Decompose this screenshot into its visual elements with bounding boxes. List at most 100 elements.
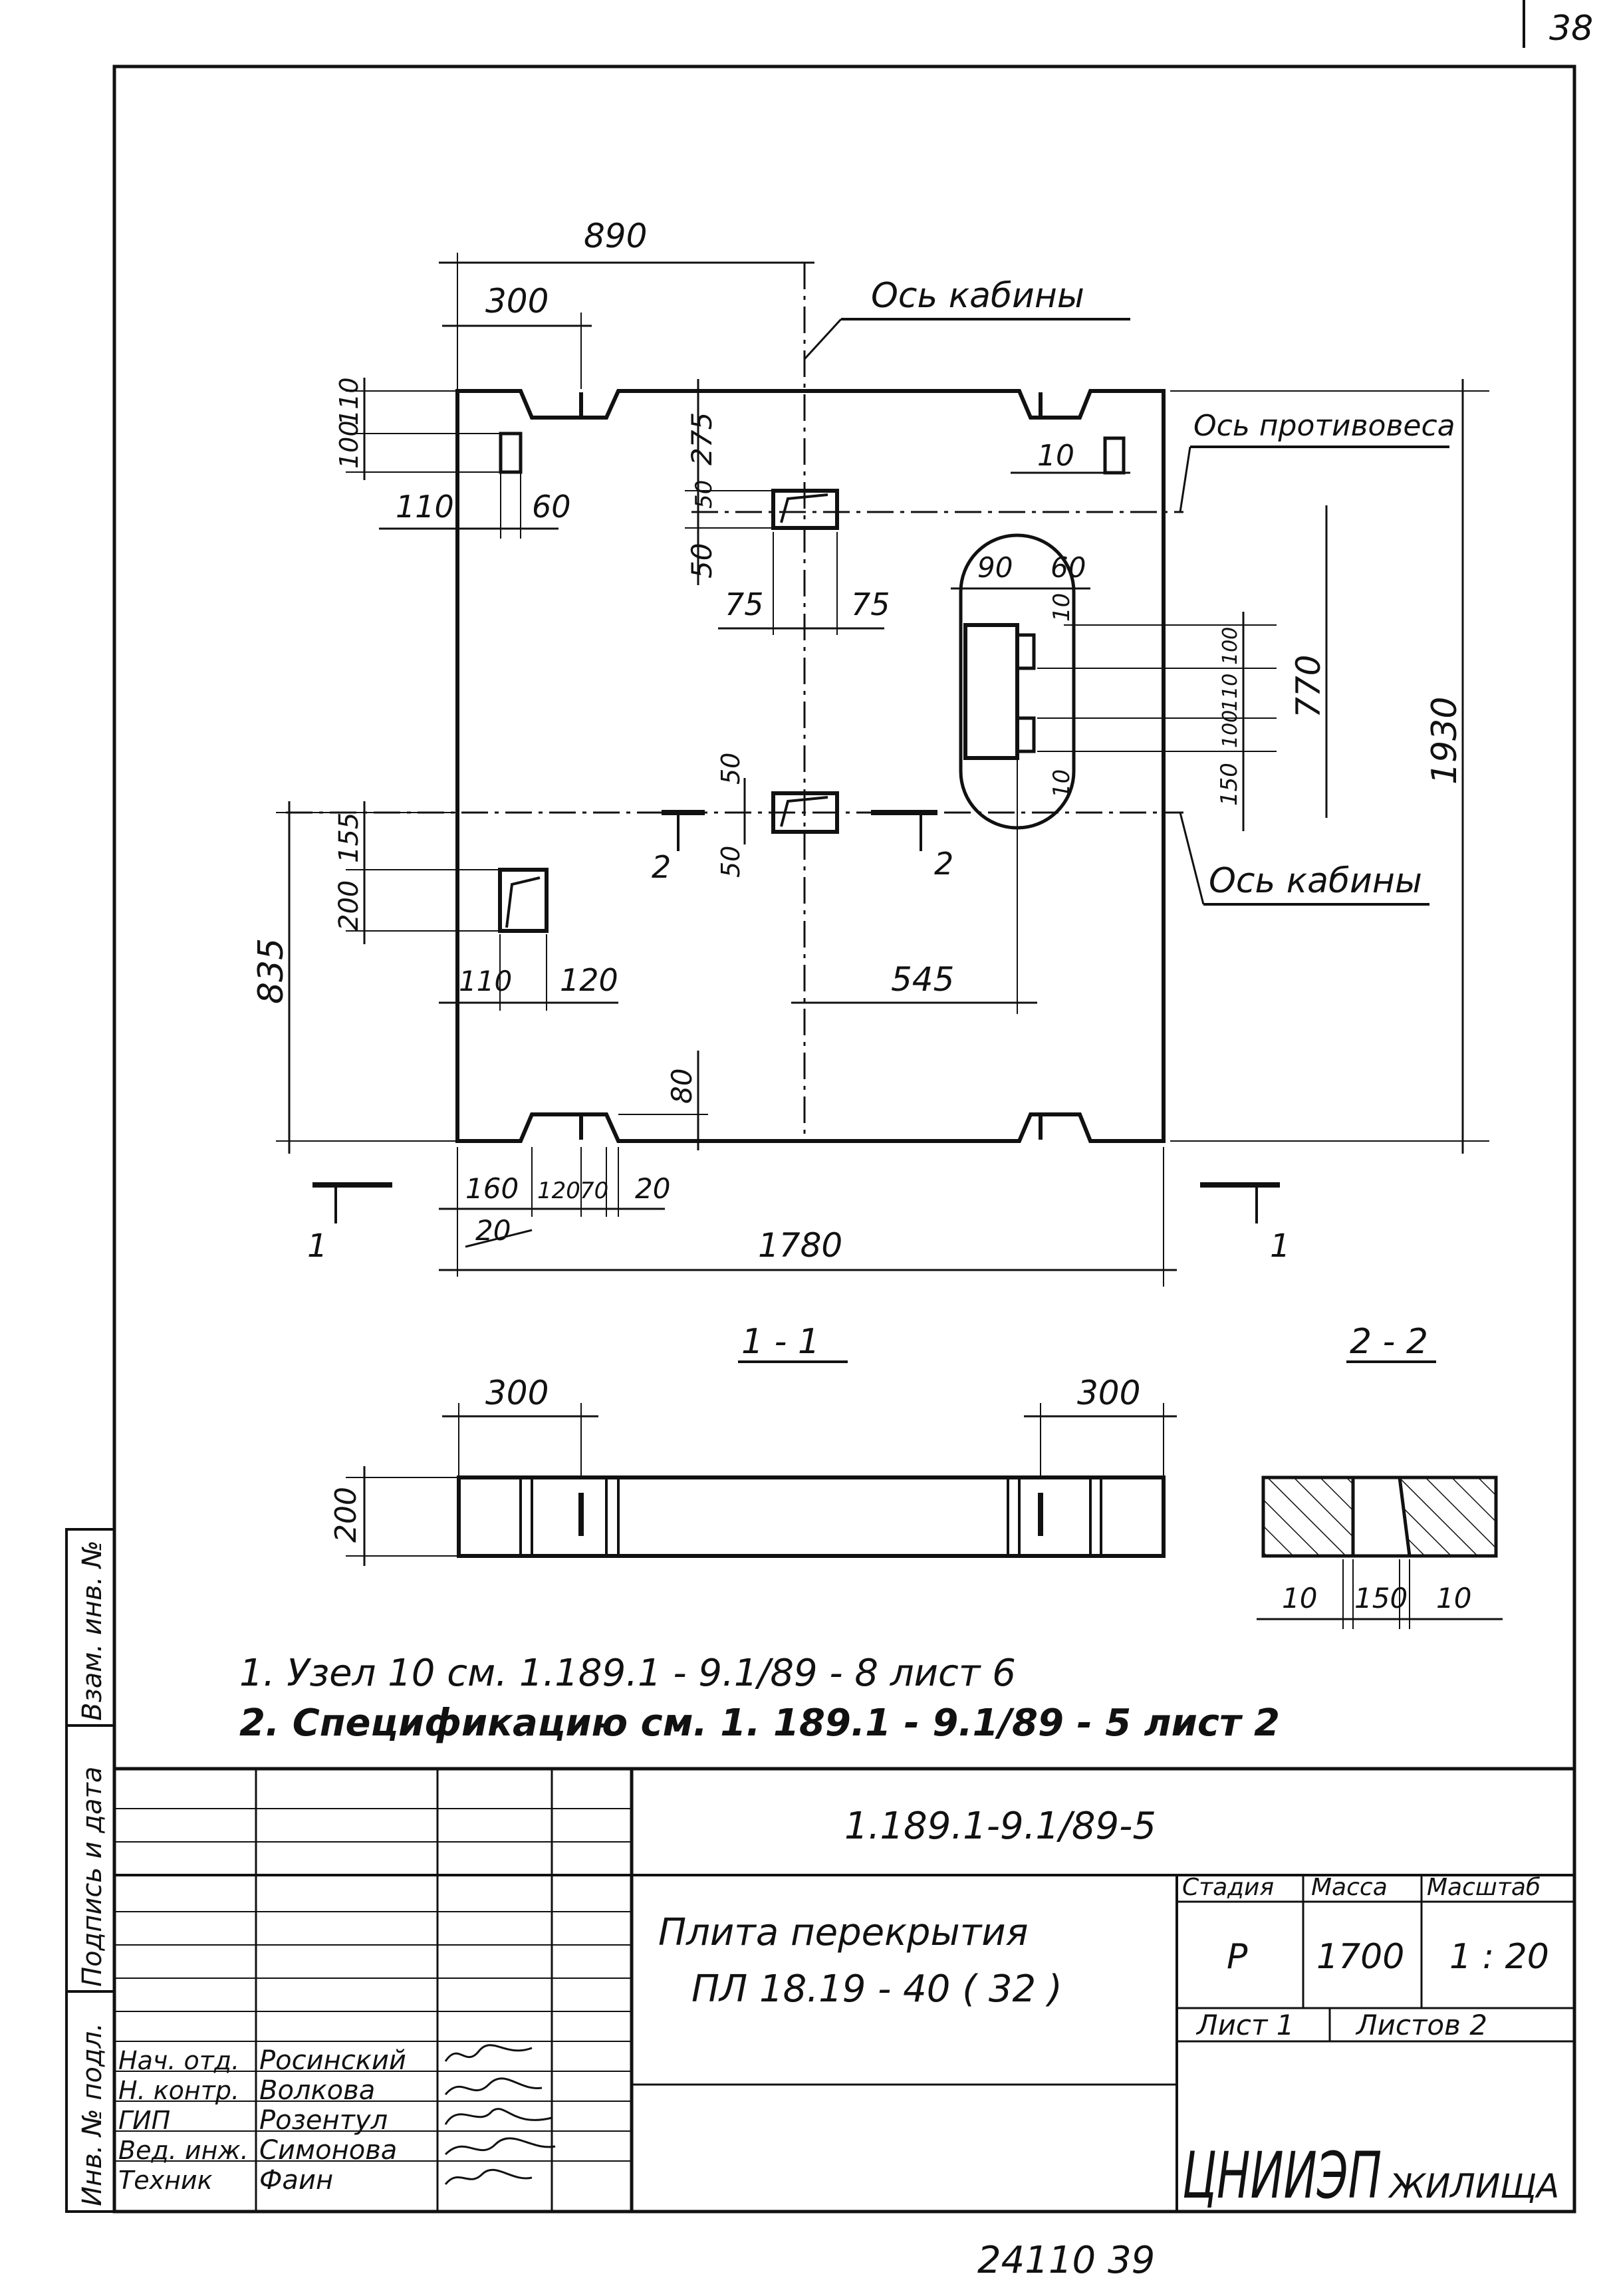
role-lead-engineer: Вед. инж. [118, 2136, 249, 2165]
doc-code: 1.189.1-9.1/89-5 [844, 1805, 1156, 1848]
slab-outline [455, 389, 1166, 1143]
name-chief-engineer: Розентул [259, 2105, 388, 2136]
signature-4 [444, 2137, 556, 2156]
dim-50-c: 50 [716, 753, 745, 785]
name-lead-engineer: Симонова [259, 2135, 397, 2166]
leader-cabin-axis-bottom [1179, 812, 1205, 905]
title-line-2: ПЛ 18.19 - 40 ( 32 ) [691, 1968, 1062, 2011]
dim-200-left: 200 [334, 880, 364, 931]
small-opening-top-right [1103, 436, 1126, 475]
s22-dim-150: 150 [1354, 1582, 1408, 1614]
cut2-left-label: 2 [652, 849, 671, 885]
node-recess [963, 623, 1019, 760]
leader-counterweight-axis [1179, 446, 1191, 513]
signature-3 [444, 2108, 553, 2125]
scale-value: 1 : 20 [1449, 1937, 1549, 1977]
title-block: Нач. отд. Росинский Н. контр. Волкова ГИ… [114, 1767, 1574, 2213]
dim-50-d: 50 [716, 846, 745, 878]
dim-835: 835 [251, 938, 291, 1004]
mass-value: 1700 [1316, 1937, 1404, 1977]
signature-2 [444, 2077, 543, 2095]
sheet-label: Лист 1 [1195, 2009, 1295, 2041]
section-2-2-title: 2 - 2 [1350, 1322, 1428, 1362]
node-socket-lower [1015, 716, 1036, 753]
dim-770: 770 [1289, 655, 1328, 718]
cut1-right-label: 1 [1270, 1227, 1291, 1265]
dim-20-bottom: 20 [635, 1172, 670, 1205]
section-2-2: 2 - 2 10 150 10 [1257, 1322, 1503, 1629]
signature-1 [444, 2044, 533, 2062]
dim-75-right: 75 [851, 586, 890, 622]
name-norm-control: Волкова [259, 2075, 375, 2106]
dim-50-b: 50 [685, 543, 718, 578]
cut1-left-label: 1 [307, 1227, 328, 1265]
dim-155: 155 [334, 813, 364, 863]
sheets-label: Листов 2 [1355, 2009, 1487, 2041]
side-stamp: Инв. № подл. Подпись и дата Взам. инв. № [65, 1528, 116, 2213]
scale-label: Масштаб [1427, 1874, 1541, 1901]
org-suffix: ЖИЛИЩА [1388, 2167, 1559, 2206]
stage-value: Р [1227, 1937, 1248, 1977]
side-stamp-frame [65, 1528, 116, 2213]
opening-cabin-upper-mark [780, 493, 828, 523]
dim-70-bottom: 70 [580, 1178, 608, 1204]
dim-60-left: 60 [532, 489, 571, 525]
opening-left-lower [498, 868, 549, 933]
dim-120-low: 120 [560, 962, 618, 998]
dim-160: 160 [465, 1172, 519, 1205]
dim-100-node-b: 100 [1219, 710, 1242, 748]
s11-dim-300-right: 300 [1077, 1374, 1140, 1412]
org-logo: ЦНИИЭП [1182, 2138, 1382, 2213]
dim-90: 90 [977, 551, 1013, 584]
footer-numbers: 24110 39 [977, 2239, 1155, 2282]
slab-plan [286, 263, 1183, 1143]
dim-110-node: 110 [1219, 674, 1242, 711]
dim-60-node: 60 [1051, 551, 1086, 584]
s22-dim-10-right: 10 [1436, 1582, 1471, 1614]
dim-300: 300 [485, 282, 549, 320]
label-cabin-axis-bottom: Ось кабины [1209, 861, 1422, 901]
s11-dim-200: 200 [329, 1487, 363, 1543]
dim-10-node-bot: 10 [1049, 769, 1075, 798]
role-norm-control: Н. контр. [118, 2076, 239, 2105]
section-markers: 1 1 2 2 [307, 810, 1291, 1265]
dim-110-top: 110 [334, 377, 364, 426]
dim-120-bottom: 120 [537, 1178, 580, 1204]
dim-10-box: 10 [1037, 439, 1074, 473]
signature-5 [444, 2169, 533, 2185]
name-head-of-dept: Росинский [259, 2045, 406, 2076]
axis-labels: Ось кабины Ось противовеса Ось кабины [803, 276, 1455, 906]
s22-dim-10-left: 10 [1282, 1582, 1317, 1614]
dim-10-node-top: 10 [1049, 593, 1075, 622]
dim-20-low: 20 [475, 1214, 511, 1247]
title-line-1: Плита перекрытия [658, 1911, 1028, 1954]
dim-150-node: 150 [1216, 763, 1243, 806]
dim-100-node-a: 100 [1219, 627, 1242, 665]
section-1-1-body [457, 1475, 1166, 1558]
dim-1930: 1930 [1425, 697, 1465, 785]
name-technician: Фаин [259, 2165, 333, 2196]
s22-right-block [1398, 1475, 1498, 1558]
label-cabin-axis-top: Ось кабины [871, 276, 1084, 316]
dim-50-a: 50 [691, 480, 717, 509]
sheet-number: 38 [1549, 9, 1593, 49]
dim-75-left: 75 [725, 586, 764, 622]
dim-1780: 1780 [758, 1226, 842, 1265]
opening-left-lower-mark [505, 876, 541, 928]
section-1-1-title: 1 - 1 [741, 1322, 820, 1362]
mass-label: Масса [1311, 1874, 1388, 1901]
drawing-frame [112, 64, 1576, 2214]
dim-80: 80 [666, 1069, 698, 1104]
dim-110-left: 110 [396, 489, 454, 525]
stage-label: Стадия [1182, 1874, 1274, 1901]
role-chief-engineer: ГИП [118, 2106, 170, 2135]
role-technician: Техник [118, 2166, 213, 2195]
dim-20-low-leader [465, 1229, 533, 1248]
s22-left-block [1261, 1475, 1355, 1558]
cut2-right-label: 2 [934, 846, 953, 882]
dim-100-top: 100 [334, 420, 364, 469]
note-2: 2. Спецификацию см. 1. 189.1 - 9.1/89 - … [239, 1702, 1280, 1745]
dim-275: 275 [685, 412, 718, 465]
role-head-of-dept: Нач. отд. [118, 2046, 239, 2075]
